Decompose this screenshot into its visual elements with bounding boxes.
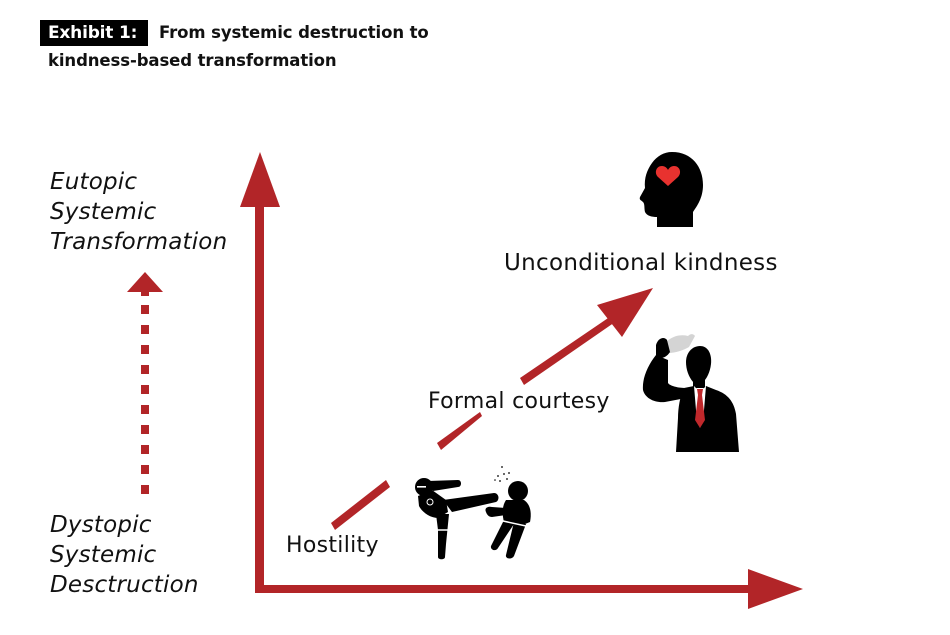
impact-dots [494,466,510,482]
horizontal-axis-shaft [255,585,755,593]
diagonal-segment-1 [331,480,390,530]
eutopic-label-line-1: Eutopic [50,169,138,195]
diagonal-arrowhead [597,288,653,337]
exhibit-title-line-2: kindness-based transformation [48,51,337,70]
vertical-axis-arrowhead [240,152,280,207]
stage-label-formal-courtesy: Formal courtesy [428,389,610,414]
diagonal-segment-3 [520,314,618,385]
dash-segment [141,305,149,314]
eutopic-label: Eutopic Systemic Transformation [50,167,227,257]
heart-icon [655,166,681,186]
dashed-transition-arrow [127,272,163,494]
dystopic-label-line-2: Systemic [50,542,157,568]
fighting-figures-icon [415,466,531,560]
exhibit-badge: Exhibit 1: [40,20,148,46]
vertical-axis-shaft [255,200,264,593]
eutopic-label-line-3: Transformation [50,229,228,255]
dash-segment [141,485,149,494]
horizontal-axis-arrow [255,569,803,609]
hat-tipping-businessman-icon [642,334,739,452]
dash-segment [141,425,149,434]
stage-label-hostility: Hostility [286,533,379,558]
stage-label-unconditional-kindness: Unconditional kindness [504,250,778,276]
dashed-arrow-shaft [141,305,149,494]
dash-segment [141,405,149,414]
diagonal-segment-2 [437,412,482,450]
dash-segment [141,445,149,454]
dystopic-label-line-3: Desctruction [50,572,199,598]
eutopic-label-line-2: Systemic [50,199,157,225]
dash-segment [141,325,149,334]
dash-segment [141,385,149,394]
dash-segment [141,465,149,474]
dashed-arrowhead [127,272,163,292]
horizontal-axis-arrowhead [748,569,803,609]
dystopic-label: Dystopic Systemic Desctruction [50,510,199,600]
vertical-axis-arrow [240,152,280,593]
tie-icon [695,389,705,428]
diagonal-progression-arrow [331,288,653,530]
exhibit-title-line-1: From systemic destruction to [159,23,429,42]
head-with-heart-icon [639,152,703,227]
dash-segment [141,345,149,354]
dash-segment [141,365,149,374]
dystopic-label-line-1: Dystopic [50,512,152,538]
